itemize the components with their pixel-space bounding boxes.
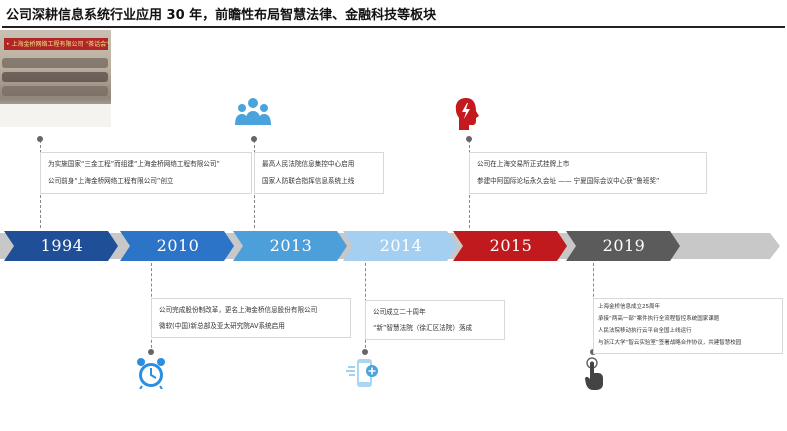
event-line: “新”智慧法院（徐汇区法院）落成	[373, 324, 473, 332]
year-arrow-2015	[453, 231, 567, 261]
event-line: 国家人防联合指挥信息系统上线	[262, 177, 355, 185]
year-arrow-2013	[233, 231, 347, 261]
team-icon	[235, 98, 271, 125]
year-label-2015: 2015	[489, 236, 533, 255]
event-line: 公司完成股份制改革，更名上海金桥信息股份有限公司	[159, 306, 318, 314]
event-box-1994: 为实施国家“三金工程”而组建“上海金桥网络工程有限公司” 公司前身“上海金桥网络…	[40, 152, 252, 194]
touch-hand-icon	[585, 357, 603, 390]
event-box-2013: 最高人民法院信息集控中心启用 国家人防联合指挥信息系统上线	[254, 152, 384, 194]
year-label-2019: 2019	[602, 236, 646, 255]
year-arrow-2010	[120, 231, 234, 261]
event-line: 人民法院移动执行云平台全国上线运行	[598, 328, 692, 334]
connector-dot-2010	[148, 349, 154, 355]
timeline-track	[0, 231, 780, 261]
connector-dot-2013	[251, 136, 257, 142]
connector-dot-2014	[362, 349, 368, 355]
event-line: 参建中阿国际论坛永久会址 —— 宁夏国际会议中心获“鲁班奖”	[477, 177, 660, 185]
event-line: 承接“两高一部”案件执行全流程智控系统国家课题	[598, 316, 720, 322]
photo-table	[0, 104, 111, 127]
event-line: 为实施国家“三金工程”而组建“上海金桥网络工程有限公司”	[48, 160, 220, 168]
event-line: 上海金桥信息成立25周年	[598, 304, 660, 310]
event-line: 与浙江大学“智云实验室”签署战略合作协议，共建智慧校园	[598, 340, 742, 346]
event-box-2010: 公司完成股份制改革，更名上海金桥信息股份有限公司 微软(中国)新总部及亚太研究院…	[151, 298, 351, 338]
alarm-clock-icon	[137, 358, 165, 389]
connector-dot-2015	[466, 136, 472, 142]
photo-people-row	[2, 58, 108, 68]
event-box-2014: 公司成立二十周年 “新”智慧法院（徐汇区法院）落成	[365, 300, 505, 340]
year-arrow-2014	[343, 231, 457, 261]
year-label-2014: 2014	[379, 236, 423, 255]
connector-dot-1994	[37, 136, 43, 142]
event-box-2015: 公司在上海交易所正式挂牌上市 参建中阿国际论坛永久会址 —— 宁夏国际会议中心获…	[469, 152, 707, 194]
photo-banner	[4, 38, 108, 50]
event-line: 最高人民法院信息集控中心启用	[262, 160, 355, 168]
year-arrow-1994	[4, 231, 118, 261]
photo-people-row	[2, 72, 108, 82]
event-line: 微软(中国)新总部及亚太研究院AV系统启用	[159, 322, 285, 330]
event-line: 公司成立二十周年	[373, 308, 426, 316]
company-photo: • 上海金桥网络工程有限公司 "茶话会"	[0, 30, 111, 127]
photo-banner-text: • 上海金桥网络工程有限公司 "茶话会"	[6, 41, 109, 48]
event-line: 公司在上海交易所正式挂牌上市	[477, 160, 570, 168]
title-divider	[2, 26, 785, 28]
year-arrow-2019	[566, 231, 680, 261]
year-label-2010: 2010	[156, 236, 200, 255]
page-title: 公司深耕信息系统行业应用 30 年，前瞻性布局智慧法律、金融科技等板块	[6, 8, 437, 23]
year-label-1994: 1994	[40, 236, 84, 255]
mobile-phone-icon	[346, 359, 378, 387]
year-label-2013: 2013	[269, 236, 313, 255]
event-box-2019: 上海金桥信息成立25周年 承接“两高一部”案件执行全流程智控系统国家课题 人民法…	[593, 298, 783, 354]
photo-people-row	[2, 86, 108, 96]
event-line: 公司前身“上海金桥网络工程有限公司”创立	[48, 177, 174, 185]
brain-head-icon	[455, 98, 479, 130]
